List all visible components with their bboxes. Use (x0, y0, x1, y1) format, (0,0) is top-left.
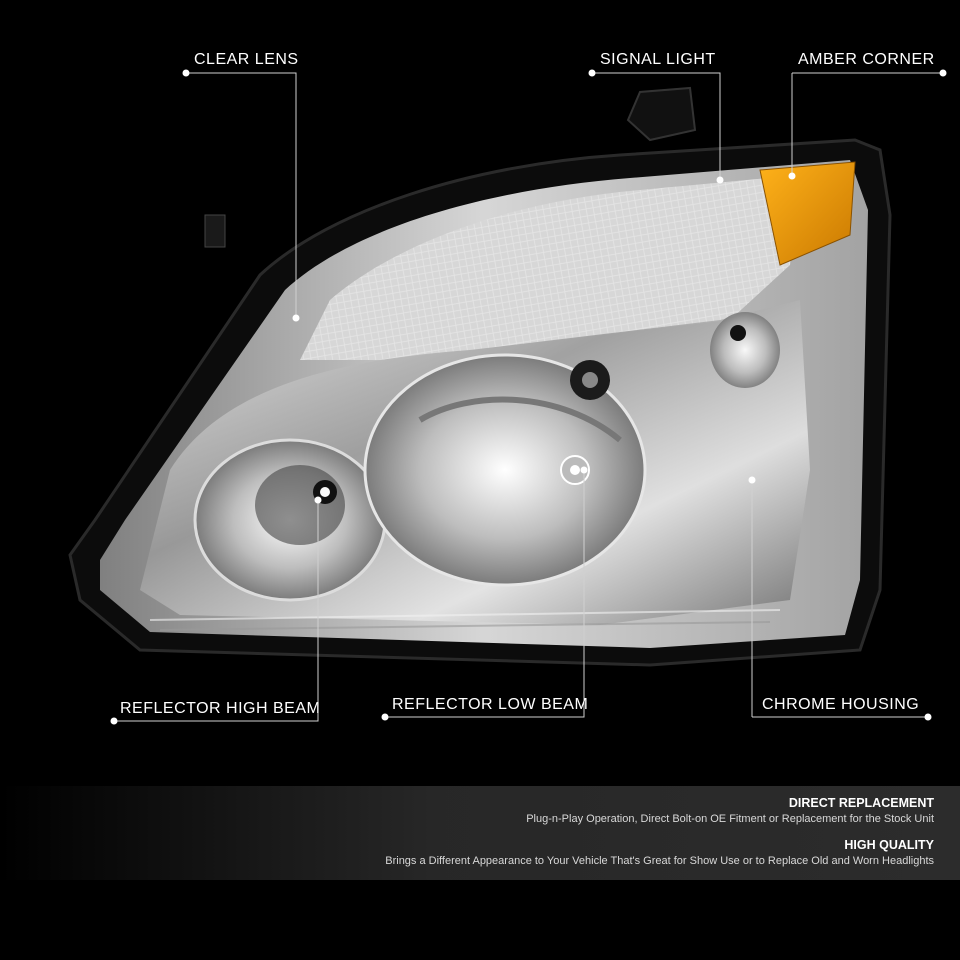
feature-item: DIRECT REPLACEMENT Plug-n-Play Operation… (526, 796, 934, 825)
feature-item: HIGH QUALITY Brings a Different Appearan… (385, 838, 934, 867)
callout-reflector-high-beam: REFLECTOR HIGH BEAM (120, 700, 321, 717)
marker-bowl (710, 312, 780, 388)
amber-corner (759, 161, 856, 266)
mount-tab (204, 214, 226, 248)
callout-dots (110, 69, 947, 725)
mount-tab (626, 86, 697, 142)
feature-title: DIRECT REPLACEMENT (788, 796, 934, 810)
callout-clear-lens: CLEAR LENS (194, 51, 299, 68)
callout-leaders (114, 72, 943, 722)
callout-signal-light: SIGNAL LIGHT (600, 51, 716, 68)
callout-reflector-low-beam: REFLECTOR LOW BEAM (392, 696, 589, 713)
callout-amber-corner: AMBER CORNER (798, 51, 935, 68)
feature-description: Brings a Different Appearance to Your Ve… (385, 855, 934, 867)
features-panel: DIRECT REPLACEMENT Plug-n-Play Operation… (0, 786, 960, 880)
callout-chrome-housing: CHROME HOUSING (762, 696, 920, 713)
feature-title: HIGH QUALITY (844, 838, 934, 852)
feature-description: Plug-n-Play Operation, Direct Bolt-on OE… (526, 813, 934, 825)
